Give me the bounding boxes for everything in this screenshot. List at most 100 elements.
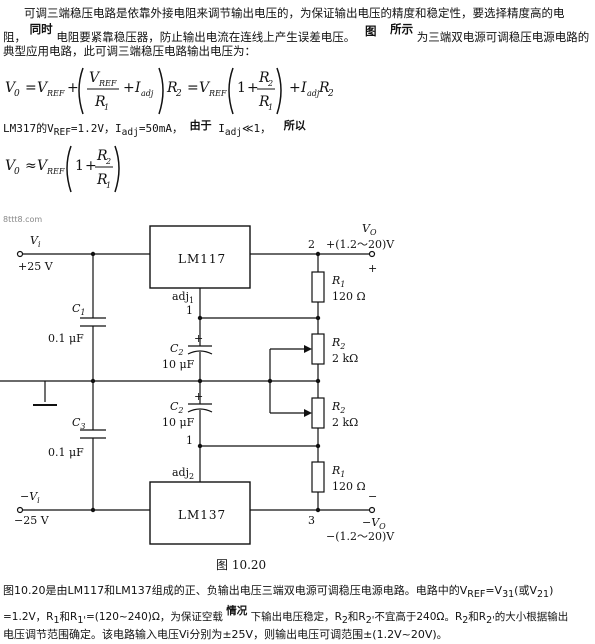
svg-text:1: 1 — [104, 103, 109, 112]
svg-text:+: + — [247, 80, 259, 96]
svg-text:REF: REF — [46, 89, 65, 98]
subscript: 21 — [537, 589, 550, 601]
svg-text:V: V — [37, 80, 49, 96]
c2-label: C2 — [170, 342, 184, 357]
pin-2: 2 — [308, 238, 315, 251]
svg-text:REF: REF — [98, 79, 117, 88]
subscript: REF — [467, 589, 486, 601]
text-segment: 和R — [59, 611, 78, 623]
c3-value: 0.1 μF — [48, 446, 84, 459]
text-segment: =50mA， — [138, 122, 183, 135]
svg-text:1: 1 — [75, 158, 84, 174]
subscript: 1 — [53, 615, 60, 627]
svg-text:R: R — [166, 80, 178, 96]
c2p-label: C2 — [170, 400, 184, 415]
text-segment: =1.2V，R — [3, 611, 54, 623]
text-segment: LM317的V — [3, 122, 54, 135]
r1p-value: 120 Ω — [332, 480, 366, 493]
svg-text:R: R — [96, 172, 108, 188]
svg-text:R: R — [96, 148, 108, 164]
text-segment: 阻， — [3, 30, 26, 44]
svg-text:R: R — [318, 80, 330, 96]
subscript: 2 — [462, 615, 469, 627]
svg-text:0: 0 — [14, 167, 20, 177]
svg-text:0: 0 — [14, 89, 20, 99]
svg-text:R: R — [258, 70, 270, 86]
paragraph-2-line-1: 图10.20是由LM117和LM137组成的正、负输出电压三端双电源可调稳压电源… — [3, 584, 553, 602]
r1-value: 120 Ω — [332, 290, 366, 303]
highlight-word: 由于 — [189, 119, 212, 132]
lm117-label: LM117 — [178, 252, 226, 266]
text-segment: =V — [485, 584, 503, 597]
highlight-word: 所示 — [390, 22, 414, 36]
svg-text:adj: adj — [141, 89, 154, 98]
highlight-word: 同时 — [29, 22, 53, 36]
figure-caption: 图 10.20 — [216, 558, 267, 572]
svg-text:I: I — [300, 80, 307, 96]
paragraph-2-line-3: 电压调节范围确定。该电路输入电压Vi分别为±25V，则输出电压可调范围±(1.2… — [3, 628, 448, 641]
svg-text:2: 2 — [267, 79, 273, 88]
text-segment: ) — [549, 584, 554, 597]
pin-3: 3 — [308, 514, 315, 527]
subscript: 31 — [502, 589, 515, 601]
text-segment: 电阻要紧靠稳压器，防止输出电流在连线上产生误差电压。 — [56, 30, 356, 44]
svg-text:2: 2 — [327, 89, 333, 99]
svg-text:+: + — [123, 80, 135, 96]
subscript: REF — [53, 127, 71, 139]
subscript: 2' — [365, 615, 375, 627]
svg-text:V: V — [37, 158, 49, 174]
lm137-label: LM137 — [178, 508, 226, 522]
svg-text:REF: REF — [208, 89, 227, 98]
vi-negative-label: −Vi — [20, 490, 40, 505]
c2-plus: + — [194, 332, 203, 345]
c3-label: C3 — [72, 416, 86, 431]
pin-1-bottom: 1 — [186, 434, 193, 447]
c2p-value: 10 μF — [162, 416, 195, 429]
svg-text:V: V — [5, 158, 17, 174]
text-segment: 的大小根据输出 — [494, 611, 569, 623]
text-segment: 下输出电压稳定，R — [250, 611, 342, 623]
c1-label: C1 — [72, 302, 86, 317]
svg-text:≈: ≈ — [25, 158, 37, 174]
r1p-label: R1 — [331, 464, 345, 479]
condition-line: LM317的VREF=1.2V，Iadj=50mA， 由于 Iadj≪1， 所以 — [3, 119, 306, 140]
svg-text:REF: REF — [46, 167, 65, 176]
vo-positive-label: VO — [362, 222, 377, 237]
minus-25v-label: −25 V — [14, 514, 50, 527]
subscript: adj — [121, 127, 139, 139]
svg-text:R: R — [94, 94, 106, 110]
svg-text:I: I — [134, 80, 141, 96]
pin-1-top: 1 — [186, 304, 193, 317]
adj1-label: adj1 — [172, 290, 194, 305]
svg-text:=: = — [187, 80, 199, 96]
svg-text:adj: adj — [307, 89, 320, 98]
subscript: adj — [224, 127, 243, 139]
paragraph-2-line-2: =1.2V，R1和R1'=(120~240)Ω，为保证空载 情况 下输出电压稳定… — [3, 605, 569, 628]
svg-text:1: 1 — [237, 80, 246, 96]
svg-text:1: 1 — [106, 181, 111, 190]
subscript: 1' — [77, 615, 86, 627]
text-segment: =(120~240)Ω，为保证空载 — [85, 611, 223, 623]
highlight-word: 情况 — [226, 605, 248, 617]
vi-positive-label: Vi — [30, 234, 41, 249]
text-segment: 不宜高于240Ω。R — [374, 611, 463, 623]
plus-25v-label: +25 V — [18, 260, 54, 273]
adj2-label: adj2 — [172, 466, 194, 481]
watermark: 8ttt8.com — [3, 215, 43, 224]
highlight-word: 所以 — [283, 119, 306, 132]
svg-text:R: R — [258, 94, 270, 110]
r2-value: 2 kΩ — [332, 352, 358, 365]
r2-label: R2 — [331, 336, 345, 351]
paragraph-1-line-2: 阻， 同时 电阻要紧靠稳压器，防止输出电流在连线上产生误差电压。 图 所示 为三… — [3, 22, 589, 44]
c2p-plus: + — [194, 390, 203, 403]
text-segment: =1.2V，I — [70, 122, 122, 135]
svg-text:1: 1 — [268, 103, 273, 112]
text-segment: 和R — [468, 611, 487, 623]
r2p-label: R2 — [331, 400, 345, 415]
paragraph-1-line-1: 可调三端稳压电路是依靠外接电阻来调节输出电压的，为保证输出电压的精度和稳定性，要… — [24, 6, 565, 20]
r2p-value: 2 kΩ — [332, 416, 358, 429]
highlight-word: 图 — [364, 24, 377, 38]
subscript: 2 — [341, 615, 348, 627]
